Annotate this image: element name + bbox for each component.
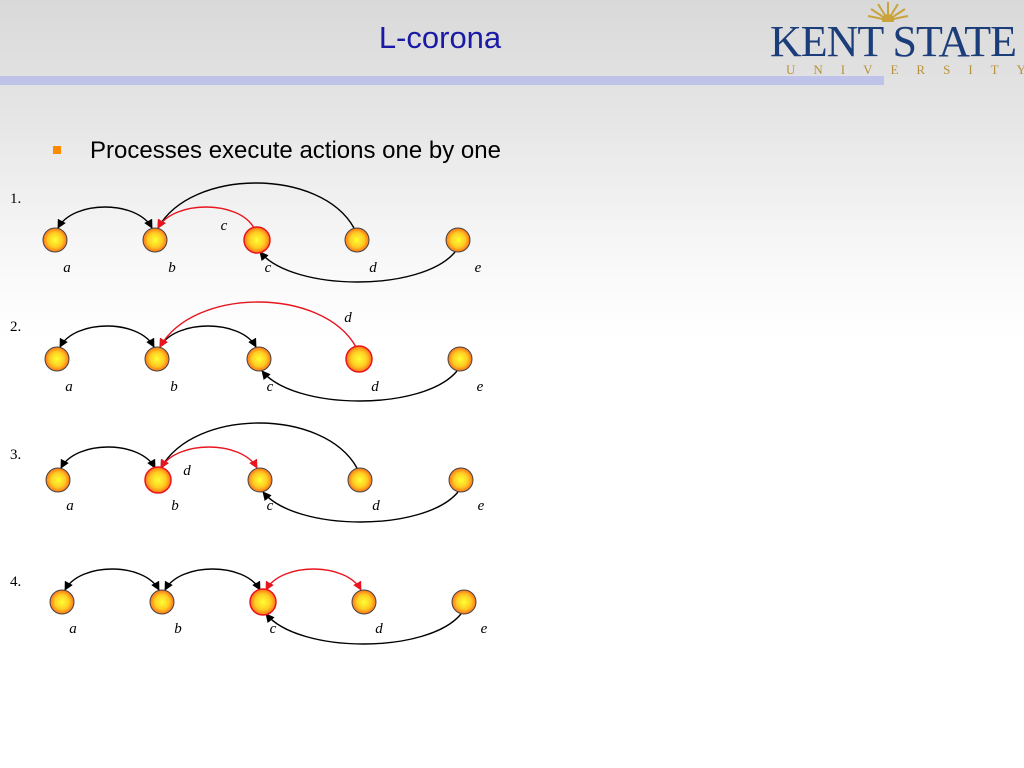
node-label: a <box>69 621 77 637</box>
row-label: 4. <box>10 574 21 590</box>
arc-b-a <box>57 206 153 229</box>
node-label: b <box>171 498 179 514</box>
row-label: 2. <box>10 319 21 335</box>
node-b <box>144 346 170 372</box>
node-a <box>45 467 71 493</box>
node-d <box>344 227 370 253</box>
title-underline <box>0 76 884 85</box>
node-label: b <box>174 621 182 637</box>
node-e <box>448 467 474 493</box>
arc-d-b-active <box>159 301 357 348</box>
arc-d-b <box>160 422 358 469</box>
arc-e-c <box>261 370 458 402</box>
node-label: d <box>372 498 380 514</box>
node-label: d <box>375 621 383 637</box>
node-e <box>451 589 477 615</box>
node-c-active <box>243 226 271 254</box>
logo-subtitle: UNIVERSITY <box>786 62 1024 77</box>
node-label: b <box>168 260 176 276</box>
node-label: d <box>369 260 377 276</box>
arc-b-a <box>60 446 156 469</box>
node-label: a <box>63 260 71 276</box>
arc-e-c <box>262 491 459 523</box>
node-label: c <box>267 498 274 514</box>
arc-c-b-active <box>157 206 255 229</box>
node-a <box>44 346 70 372</box>
bullet-text: Processes execute actions one by one <box>90 137 501 164</box>
arc-b-c <box>164 568 261 591</box>
node-d <box>347 467 373 493</box>
node-b <box>142 227 168 253</box>
logo-wordmark: KENT STATE <box>770 17 1017 66</box>
node-b <box>149 589 175 615</box>
slide-title: L-corona <box>378 20 502 55</box>
node-label: c <box>267 379 274 395</box>
node-label: c <box>265 260 272 276</box>
node-label: d <box>371 379 379 395</box>
node-d <box>351 589 377 615</box>
active-note-label: d <box>183 463 191 479</box>
node-label: e <box>477 379 484 395</box>
arc-b-a <box>59 325 155 348</box>
row-label: 3. <box>10 447 21 463</box>
node-b-active <box>144 466 172 494</box>
bullet-marker <box>53 146 61 154</box>
node-label: b <box>170 379 178 395</box>
node-label: c <box>270 621 277 637</box>
sun-rays-icon <box>867 2 909 22</box>
node-c <box>246 346 272 372</box>
arc-e-c <box>259 251 456 283</box>
diagram-row-3: 3. a b c d e d <box>10 422 485 523</box>
arc-b-c-active <box>160 446 258 469</box>
node-label: e <box>481 621 488 637</box>
node-label: a <box>66 498 74 514</box>
node-d-active <box>345 345 373 373</box>
node-label: a <box>65 379 73 395</box>
node-label: e <box>478 498 485 514</box>
active-note-label: d <box>344 310 352 326</box>
arc-d-b <box>157 182 355 229</box>
kent-state-logo: KENT STATE UNIVERSITY <box>766 0 1024 84</box>
diagram-row-4: 4. a b c d e <box>10 568 488 645</box>
node-c <box>247 467 273 493</box>
arc-c-d-active <box>265 568 362 591</box>
node-e <box>447 346 473 372</box>
row-label: 1. <box>10 191 21 207</box>
diagram-row-2: 2. a b c d e d <box>10 301 484 402</box>
diagram-row-1: 1. a b c d e c <box>10 182 482 283</box>
active-note-label: c <box>221 218 228 234</box>
arc-a-b <box>64 568 160 591</box>
node-e <box>445 227 471 253</box>
node-c-active <box>249 588 277 616</box>
node-a <box>49 589 75 615</box>
node-a <box>42 227 68 253</box>
arc-e-c <box>265 613 462 645</box>
node-label: e <box>475 260 482 276</box>
